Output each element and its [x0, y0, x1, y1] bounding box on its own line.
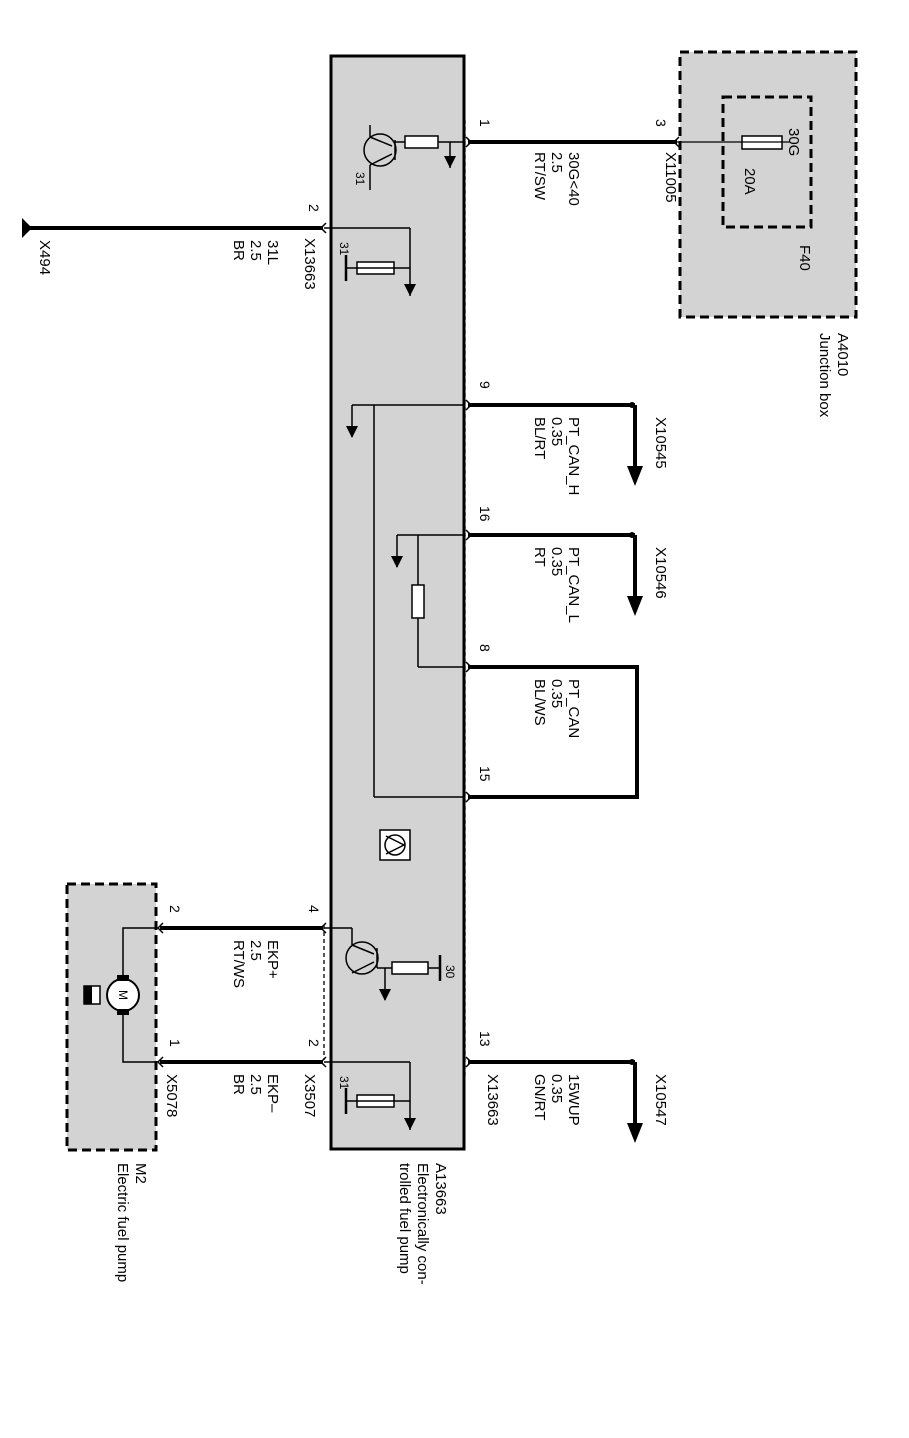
- wire-label-pt-can-l: PT_CAN_L 0.35 RT: [531, 547, 582, 623]
- transistor-symbol-top: [363, 125, 397, 190]
- wire-label-pt-can-h: PT_CAN_H 0.35 BL/RT: [531, 417, 582, 495]
- junction-box-id: A4010: [834, 333, 851, 376]
- connector-x10545: X10545: [652, 417, 669, 469]
- svg-text:2.5: 2.5: [247, 240, 264, 261]
- pin-1: 1: [477, 119, 493, 127]
- svg-text:EKP–: EKP–: [264, 1074, 281, 1113]
- motor-icon: M: [106, 975, 140, 1015]
- svg-text:2.5: 2.5: [548, 152, 565, 173]
- svg-text:31: 31: [337, 1076, 351, 1090]
- svg-text:31: 31: [353, 172, 367, 186]
- connector-x13663-top: X13663: [301, 238, 318, 290]
- svg-text:15WUP: 15WUP: [565, 1074, 582, 1126]
- svg-text:2.5: 2.5: [247, 940, 264, 961]
- connector-x11005: X11005: [662, 152, 679, 203]
- pump-pin-1: 1: [167, 1039, 183, 1047]
- pump-name: Electric fuel pump: [114, 1163, 131, 1282]
- connector-x5078: X5078: [163, 1074, 180, 1117]
- junction-box-name: Junction box: [816, 333, 833, 418]
- svg-text:31L: 31L: [264, 240, 281, 265]
- wire-label-ekp-minus: EKP– 2.5 BR: [230, 1074, 281, 1113]
- svg-text:RT/WS: RT/WS: [230, 940, 247, 988]
- svg-text:GN/RT: GN/RT: [531, 1074, 548, 1120]
- svg-text:2.5: 2.5: [247, 1074, 264, 1095]
- control-unit-a13663: [329, 54, 466, 1151]
- fuse-rating-label: 20A: [741, 168, 758, 195]
- can-termination-resistor: [411, 584, 425, 619]
- pump-pin-2: 2: [167, 905, 183, 913]
- svg-text:BR: BR: [230, 240, 247, 261]
- svg-text:0.35: 0.35: [548, 417, 565, 446]
- pin-16: 16: [477, 506, 493, 522]
- electric-fuel-pump-box: [65, 882, 158, 1152]
- resistor-output: [391, 961, 429, 975]
- fuse-terminal-label: 30G: [785, 128, 802, 156]
- wire-label-pt-can: PT_CAN 0.35 BL/WS: [531, 679, 582, 738]
- pin-4: 4: [306, 905, 322, 913]
- svg-text:30G<40: 30G<40: [565, 152, 582, 206]
- transistor-symbol-output: [345, 928, 379, 975]
- connector-x3507: X3507: [301, 1074, 318, 1117]
- fuel-icon: [83, 985, 101, 1005]
- svg-text:0.35: 0.35: [548, 679, 565, 708]
- svg-text:31: 31: [337, 242, 351, 256]
- svg-text:RT: RT: [531, 547, 548, 567]
- pin-15: 15: [477, 766, 493, 782]
- svg-text:PT_CAN_H: PT_CAN_H: [565, 417, 582, 495]
- svg-text:EKP+: EKP+: [264, 940, 281, 979]
- wire-label-ekp-plus: EKP+ 2.5 RT/WS: [230, 940, 281, 988]
- pump-id: M2: [132, 1163, 149, 1184]
- fuse-id-label: F40: [796, 245, 813, 271]
- resistor-top: [404, 135, 439, 149]
- wire-label-31l: 31L 2.5 BR: [230, 240, 281, 265]
- svg-text:0.35: 0.35: [548, 1074, 565, 1103]
- pin-9: 9: [477, 381, 493, 389]
- control-unit-name-2: trolled fuel pump: [396, 1163, 413, 1274]
- connector-x494: X494: [36, 240, 53, 275]
- svg-text:M: M: [116, 990, 130, 1000]
- pin-3: 3: [653, 119, 669, 127]
- svg-text:PT_CAN: PT_CAN: [565, 679, 582, 738]
- pump-symbol-icon: [379, 829, 411, 861]
- connector-x13663-bottom: X13663: [484, 1074, 501, 1126]
- svg-text:BL/WS: BL/WS: [531, 679, 548, 726]
- fuse-f40-box: [721, 95, 813, 229]
- svg-text:30: 30: [443, 965, 457, 979]
- pin-2: 2: [306, 204, 322, 212]
- connector-x10547: X10547: [652, 1074, 669, 1126]
- wire-label-30g: 30G<40 2.5 RT/SW: [531, 152, 582, 206]
- pin-13: 13: [477, 1031, 493, 1047]
- svg-text:RT/SW: RT/SW: [531, 152, 548, 201]
- svg-text:0.35: 0.35: [548, 547, 565, 576]
- control-unit-id: A13663: [432, 1163, 449, 1215]
- x3507-pin-2: 2: [306, 1039, 322, 1047]
- control-unit-name-1: Electronically con-: [414, 1163, 431, 1285]
- svg-text:BR: BR: [230, 1074, 247, 1095]
- pin-8: 8: [477, 644, 493, 652]
- wire-pt-can-loop: [468, 665, 639, 799]
- svg-text:PT_CAN_L: PT_CAN_L: [565, 547, 582, 623]
- wire-label-15wup: 15WUP 0.35 GN/RT: [531, 1074, 582, 1126]
- svg-text:BL/RT: BL/RT: [531, 417, 548, 459]
- connector-x10546: X10546: [652, 547, 669, 599]
